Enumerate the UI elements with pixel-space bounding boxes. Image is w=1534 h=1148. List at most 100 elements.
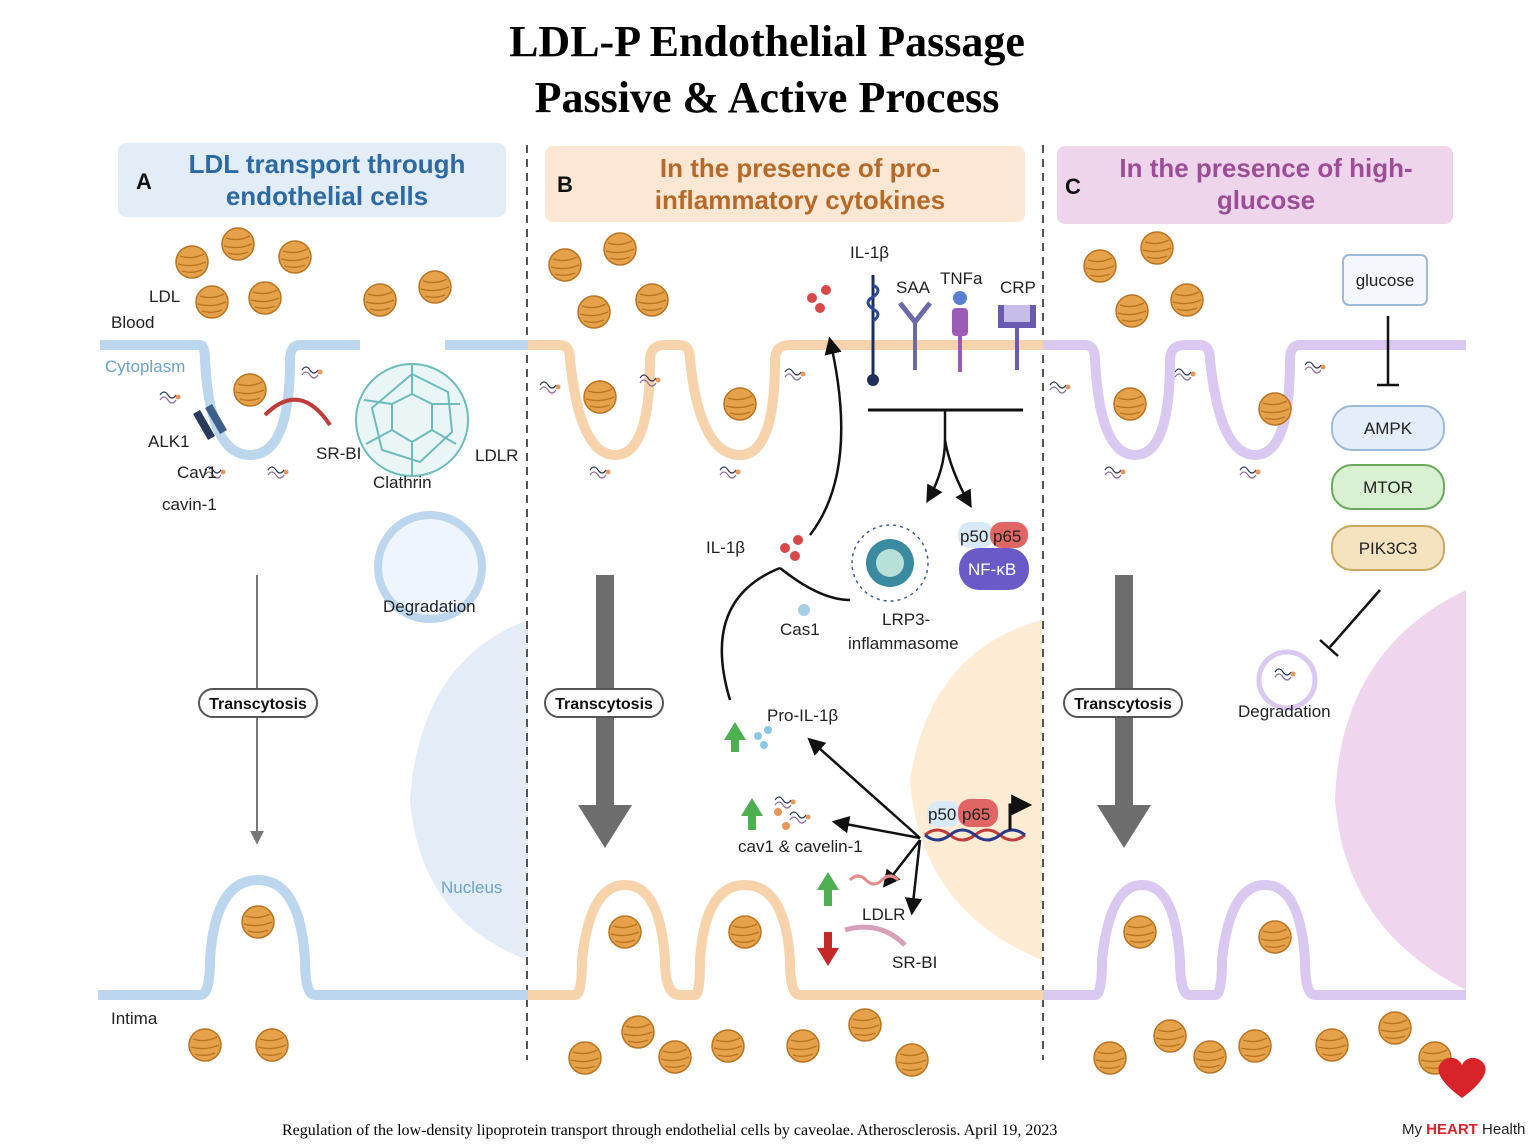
label-glucose: glucose	[1356, 271, 1415, 290]
panel-c-heading: In the presence of high-glucose	[1119, 153, 1413, 215]
label-alk1: ALK1	[148, 432, 190, 451]
tnfa-receptor	[952, 291, 968, 372]
membrane-top-a	[100, 340, 528, 461]
ampk-box: AMPK	[1331, 405, 1445, 451]
il1b-receptor	[866, 275, 880, 386]
page-title-line-2: Passive & Active Process	[534, 73, 1000, 122]
label-il1b-receptor: IL-1β	[850, 243, 889, 262]
nlrp3-to-il1b-arrow	[779, 567, 851, 602]
pik3c3-inhibits-degradation	[1329, 589, 1381, 648]
panel-c-header: C In the presence of high-glucose	[1057, 146, 1453, 224]
label-pro-il1b: Pro-IL-1β	[767, 706, 838, 725]
label-sr-bi: SR-BI	[316, 444, 361, 463]
glucose-box: glucose	[1342, 254, 1428, 306]
dna-helix-strand2	[924, 828, 1026, 842]
label-degradation-c: Degradation	[1238, 702, 1331, 721]
label-cytoplasm: Cytoplasm	[105, 357, 185, 376]
panel-b-heading: In the presence of pro-inflammatory cyto…	[654, 153, 946, 215]
label-ldlr-b: LDLR	[862, 905, 905, 924]
label-mtor: MTOR	[1363, 478, 1413, 497]
pik3c3-inhibit-bar	[1319, 639, 1339, 657]
transcytosis-pill-a: Transcytosis	[198, 688, 318, 718]
membrane-bottom-b	[528, 879, 1043, 1000]
citation: Regulation of the low-density lipoprotei…	[282, 1122, 1058, 1139]
label-pik3c3: PIK3C3	[1359, 539, 1418, 558]
label-intima: Intima	[111, 1009, 158, 1028]
clathrin-cage	[355, 363, 469, 477]
label-il1b-mid: IL-1β	[706, 538, 745, 557]
cas1-icon	[798, 604, 810, 616]
up-arrow-pro-il1b	[724, 722, 746, 752]
up-arrow-cav1	[741, 798, 763, 830]
membrane-bottom-a	[98, 874, 528, 1000]
panel-a-letter: A	[136, 169, 152, 194]
pro-il1b-dots	[754, 726, 772, 749]
nuclear-nfkb	[927, 799, 998, 827]
label-crp: CRP	[1000, 278, 1036, 297]
degradation-vesicle-a	[374, 511, 486, 623]
transcription-flag-icon	[1008, 794, 1033, 830]
label-nucleus: Nucleus	[441, 878, 502, 897]
panel-a-header: A LDL transport through endothelial cell…	[118, 143, 506, 217]
mtor-box: MTOR	[1331, 464, 1445, 510]
membrane-top-b	[528, 340, 1043, 461]
il1b-secretion-arrow	[809, 336, 843, 536]
label-ampk: AMPK	[1364, 419, 1413, 438]
nucleus-b	[910, 620, 1042, 960]
label-degradation-a: Degradation	[383, 597, 476, 616]
label-cas1: Cas1	[780, 620, 820, 639]
sr-bi-receptor	[263, 397, 332, 427]
brand-suffix: Health	[1477, 1121, 1526, 1138]
ldl-particles-blood	[175, 227, 1204, 329]
ldl-particles-intima	[188, 1008, 1452, 1077]
cav1-cluster	[774, 796, 812, 830]
label-cav1-cavelin: cav1 & cavelin-1	[738, 837, 863, 856]
transcytosis-pill-c: Transcytosis	[1063, 688, 1183, 718]
label-blood: Blood	[111, 313, 154, 332]
panel-a-heading: LDL transport through endothelial cells	[188, 149, 466, 211]
page-title-line-1: LDL-P Endothelial Passage	[509, 17, 1025, 66]
label-p65-nuclear: p65	[962, 805, 990, 824]
transcytosis-label-a: Transcytosis	[209, 696, 307, 713]
nfkb-complex	[958, 522, 1029, 590]
label-nlrp3-line2: inflammasome	[848, 634, 959, 653]
label-srbi-b: SR-BI	[892, 953, 937, 972]
il1b-dots-top	[807, 285, 831, 313]
saa-receptor	[898, 301, 932, 370]
label-p50-nuclear: p50	[928, 805, 956, 824]
nlrp3-inflammasome	[851, 524, 929, 602]
label-ldlr: LDLR	[475, 446, 518, 465]
label-nfkb: NF-κB	[968, 560, 1016, 579]
receptor-to-nlrp3-arrow	[926, 410, 947, 504]
label-p50: p50	[960, 527, 988, 546]
alk1-receptor	[193, 404, 227, 440]
transcytosis-label-c: Transcytosis	[1074, 696, 1172, 713]
receptor-to-nfkb-arrow	[943, 439, 972, 509]
down-arrow-srbi	[817, 932, 839, 966]
srbi-icon	[844, 924, 907, 947]
label-p65: p65	[993, 527, 1021, 546]
transcytosis-label-b: Transcytosis	[555, 696, 653, 713]
heart-logo-icon	[1438, 1057, 1486, 1098]
nucleus-c	[1335, 590, 1466, 990]
brand-name: My HEART Health	[1402, 1121, 1525, 1138]
up-arrow-ldlr	[817, 872, 839, 906]
label-saa: SAA	[896, 278, 931, 297]
brand-prefix: My	[1402, 1121, 1427, 1138]
pro-il1b-to-il1b-arrow	[720, 566, 781, 701]
pik3c3-box: PIK3C3	[1331, 525, 1445, 571]
transcytosis-pill-b: Transcytosis	[544, 688, 664, 718]
il1b-dots-mid	[780, 535, 803, 561]
label-nlrp3-line1: LRP3-	[882, 610, 930, 629]
panel-b-letter: B	[557, 172, 573, 197]
membrane-bottom-c	[1043, 879, 1466, 1000]
label-clathrin: Clathrin	[373, 473, 432, 492]
label-ldl: LDL	[149, 287, 180, 306]
panel-c-letter: C	[1065, 174, 1081, 199]
ldlr-icon	[848, 874, 900, 886]
label-cav1: Cav1	[177, 463, 217, 482]
brand-bold: HEART	[1426, 1121, 1478, 1138]
nucleus-a	[410, 620, 528, 960]
label-tnfa: TNFa	[940, 269, 983, 288]
